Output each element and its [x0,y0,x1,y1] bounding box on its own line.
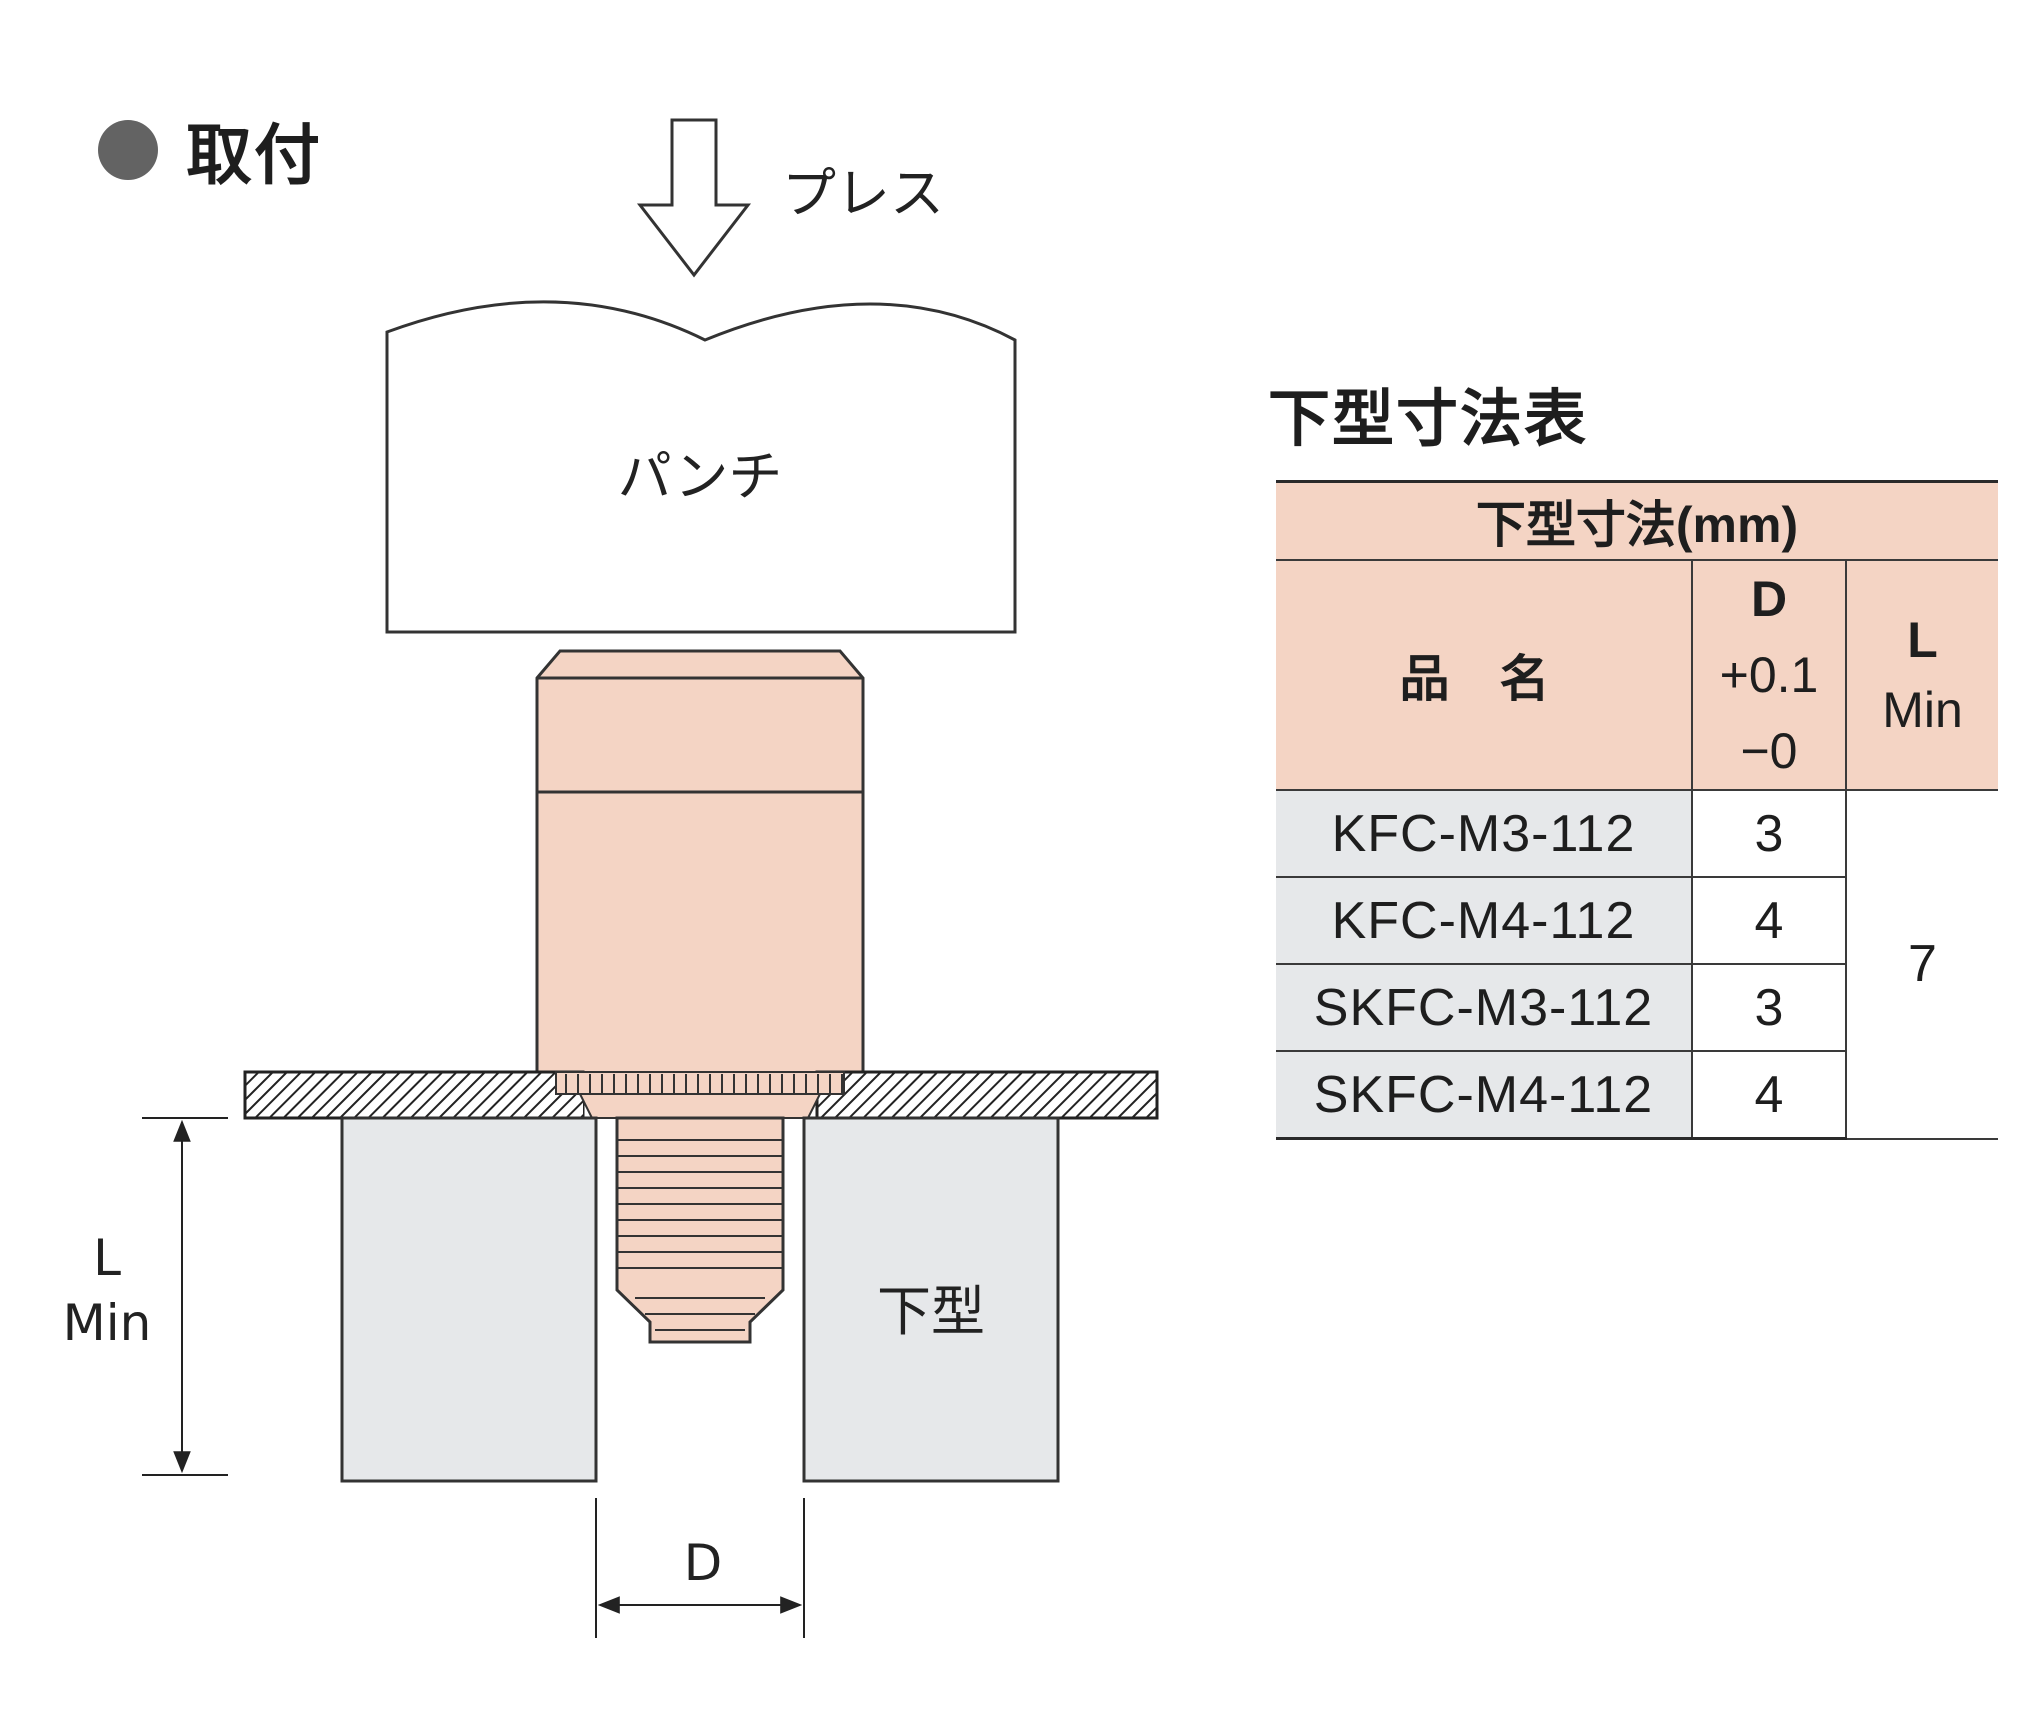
knurl-serrations [565,1074,843,1094]
column-header-name: 品 名 [1276,559,1693,791]
punch-shape [385,300,1017,634]
column-header-l: L Min [1845,559,1998,791]
column-header-d-label: D [1750,571,1788,627]
d-label: D [684,1534,723,1592]
part-name-cell: KFC-M3-112 [1276,789,1693,878]
die-dimension-table: 下型寸法(mm) 品 名 D +0.1 −0 L Min KFC-M3-112 … [1276,480,1998,1140]
die-label: 下型 [877,1280,985,1343]
sheet-panel-left [243,1070,585,1120]
knurl-band [555,1071,845,1095]
part-name-cell: KFC-M4-112 [1276,876,1693,965]
column-header-d: D +0.1 −0 [1691,559,1847,791]
l-min-label: Min [63,1294,152,1352]
part-name-cell: SKFC-M3-112 [1276,963,1693,1052]
table-row: KFC-M4-112 4 [1276,876,1998,965]
column-header-l-label: L [1907,612,1938,668]
lower-die-right [802,1116,1060,1483]
punch-label: パンチ [618,445,783,508]
column-header-d-plus: +0.1 [1719,647,1819,703]
press-label: プレス [782,162,944,225]
d-value-cell: 3 [1691,963,1846,1052]
thread-lines [617,1139,783,1331]
bullet-dot-icon [98,120,158,180]
section-heading: 取付 [98,110,322,194]
lower-die-left [340,1116,598,1483]
section-title: 取付 [186,117,322,194]
part-name-cell: SKFC-M4-112 [1276,1050,1693,1140]
table-row: SKFC-M3-112 3 [1276,963,1998,1052]
d-value-cell: 4 [1691,876,1846,965]
table-row: SKFC-M4-112 4 [1276,1050,1998,1140]
d-value-cell: 4 [1691,1050,1846,1140]
table-row: KFC-M3-112 3 7 [1276,789,1998,1140]
d-value-cell: 3 [1691,789,1847,878]
threaded-shank [615,1116,785,1344]
table-title: 下型寸法表 [1268,382,1589,455]
table-header-title: 下型寸法(mm) [1276,480,1998,561]
l-label: L [93,1229,121,1287]
column-header-l-min: Min [1882,682,1963,738]
press-arrow-icon [636,118,752,278]
fastener-body [535,649,865,1082]
l-value-cell: 7 [1845,789,1998,1140]
column-header-d-minus: −0 [1740,723,1798,779]
sheet-panel-right [815,1070,1159,1120]
fastener-shoulder [578,1093,822,1119]
